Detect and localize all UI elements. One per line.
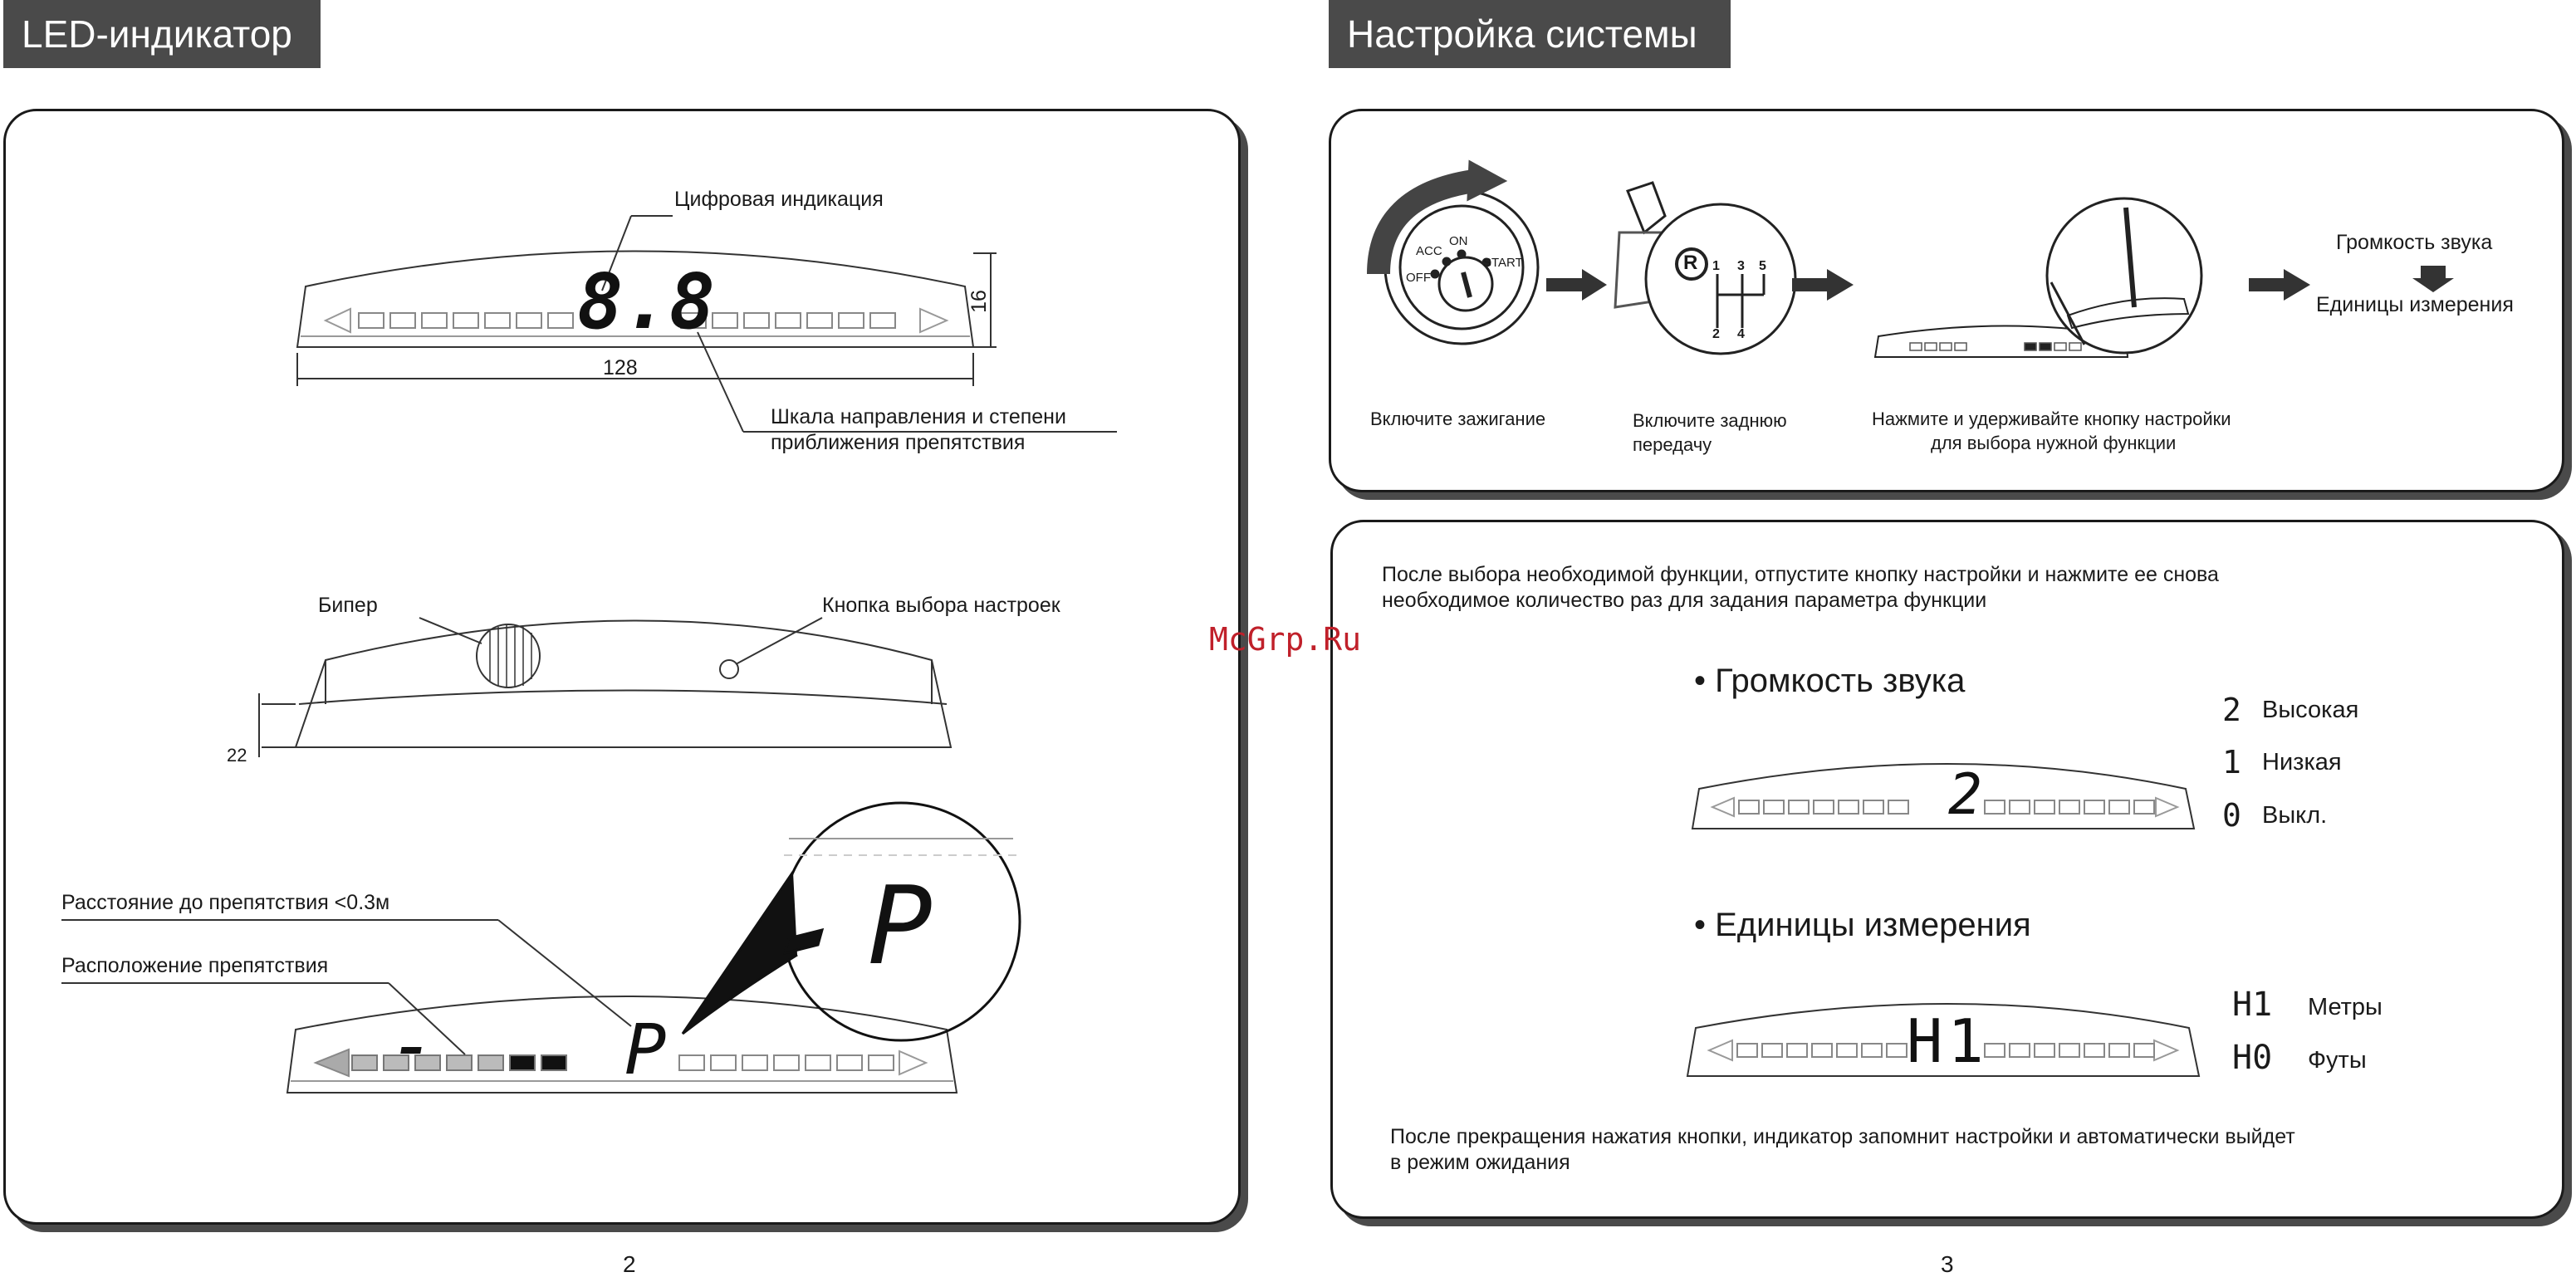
display1-left-segments [358, 312, 574, 329]
volume-label-off: Выкл. [2262, 802, 2328, 829]
step-reverse-line1: Включите заднюю [1633, 410, 1787, 431]
step-hold-line1: Нажмите и удерживайте кнопку настройки [1872, 409, 2231, 429]
units-code-meters: H1 [2232, 986, 2273, 1024]
gear-5: 5 [1759, 259, 1766, 273]
final-line1: После прекращения нажатия кнопки, индика… [1390, 1125, 2295, 1148]
step-ignition: Включите зажигание [1370, 409, 1546, 429]
ignition-start: START [1483, 256, 1523, 270]
gear-4: 4 [1737, 327, 1745, 341]
ignition-off: OFF [1406, 271, 1431, 285]
volume-code-off: 0 [2222, 797, 2241, 834]
page-number-right: 3 [1941, 1251, 1954, 1277]
step-arrows [1546, 266, 2454, 301]
units-display-segments [1736, 1043, 2155, 1058]
display1-dimension-lines [296, 215, 1117, 433]
display1-digits: 8.8 [577, 257, 716, 346]
right-header: Настройка системы [1329, 0, 1731, 68]
volume-display-segments [1738, 800, 2155, 815]
display1-right-segments [680, 312, 896, 329]
gear-1: 1 [1712, 259, 1720, 273]
label-beeper: Бипер [318, 594, 378, 617]
dimension-depth: 22 [227, 745, 247, 766]
gear-illustration [1614, 181, 1797, 355]
display3-right-segments [678, 1054, 894, 1071]
gear-3: 3 [1737, 259, 1745, 273]
volume-label-low: Низкая [2262, 749, 2342, 775]
left-header: LED-индикатор [3, 0, 321, 68]
ignition-on: ON [1449, 234, 1468, 248]
label-distance: Расстояние до препятствия <0.3м [61, 891, 390, 914]
label-settings-button: Кнопка выбора настроек [822, 594, 1060, 617]
led-display-side [258, 617, 953, 757]
function-settings-panel [1330, 520, 2564, 1219]
left-panel [3, 109, 1241, 1225]
units-display-digits: H1 [1907, 1006, 1989, 1076]
instruction-line2: необходимое количество раз для задания п… [1382, 589, 1987, 612]
function-volume: Громкость звука [2336, 231, 2493, 254]
units-label-meters: Метры [2308, 994, 2383, 1020]
volume-code-high: 2 [2222, 692, 2241, 728]
setup-steps-panel [1329, 109, 2564, 492]
led-display-front [296, 250, 975, 348]
step-reverse-line2: передачу [1633, 434, 1712, 455]
page-number-left: 2 [623, 1251, 636, 1277]
label-scale-line2: приближения препятствия [771, 431, 1026, 454]
volume-label-high: Высокая [2262, 697, 2359, 723]
gear-r-icon: R [1683, 252, 1698, 274]
instruction-line1: После выбора необходимой функции, отпуст… [1382, 563, 2219, 586]
watermark: McGrp.Ru [1209, 621, 1362, 658]
label-position: Расположение препятствия [61, 954, 329, 977]
zoom-callout [681, 801, 1021, 1042]
display-mini-segments [1909, 342, 2082, 351]
label-digital-display: Цифровая индикация [674, 188, 884, 211]
led-display-alarm [286, 996, 958, 1094]
bullet-units-heading: • Единицы измерения [1694, 907, 2031, 943]
zoom-p-digit: P [868, 863, 933, 989]
ignition-acc: ACC [1416, 244, 1442, 258]
minus-segment [400, 1047, 422, 1054]
volume-display-digit: 2 [1948, 762, 1982, 828]
beeper-hatching [489, 624, 532, 687]
volume-code-low: 1 [2222, 744, 2241, 780]
bullet-volume-heading: • Громкость звука [1694, 663, 1966, 699]
label-scale-line1: Шкала направления и степени [771, 405, 1066, 428]
display3-left-segments [351, 1054, 567, 1071]
volume-display [1691, 763, 2196, 829]
step-hold-line2: для выбора нужной функции [1931, 433, 2177, 453]
units-code-feet: H0 [2232, 1039, 2273, 1077]
alarm-leader-lines [61, 919, 632, 1055]
display3-p-digit: P [624, 1009, 667, 1090]
dimension-height: 16 [967, 290, 991, 313]
units-label-feet: Футы [2308, 1047, 2367, 1074]
function-units: Единицы измерения [2316, 293, 2514, 316]
gear-2: 2 [1712, 327, 1720, 341]
ignition-illustration [1367, 159, 1540, 345]
dimension-width: 128 [603, 356, 638, 379]
button-press-illustration [1873, 197, 2203, 358]
final-line2: в режим ожидания [1390, 1151, 1570, 1174]
